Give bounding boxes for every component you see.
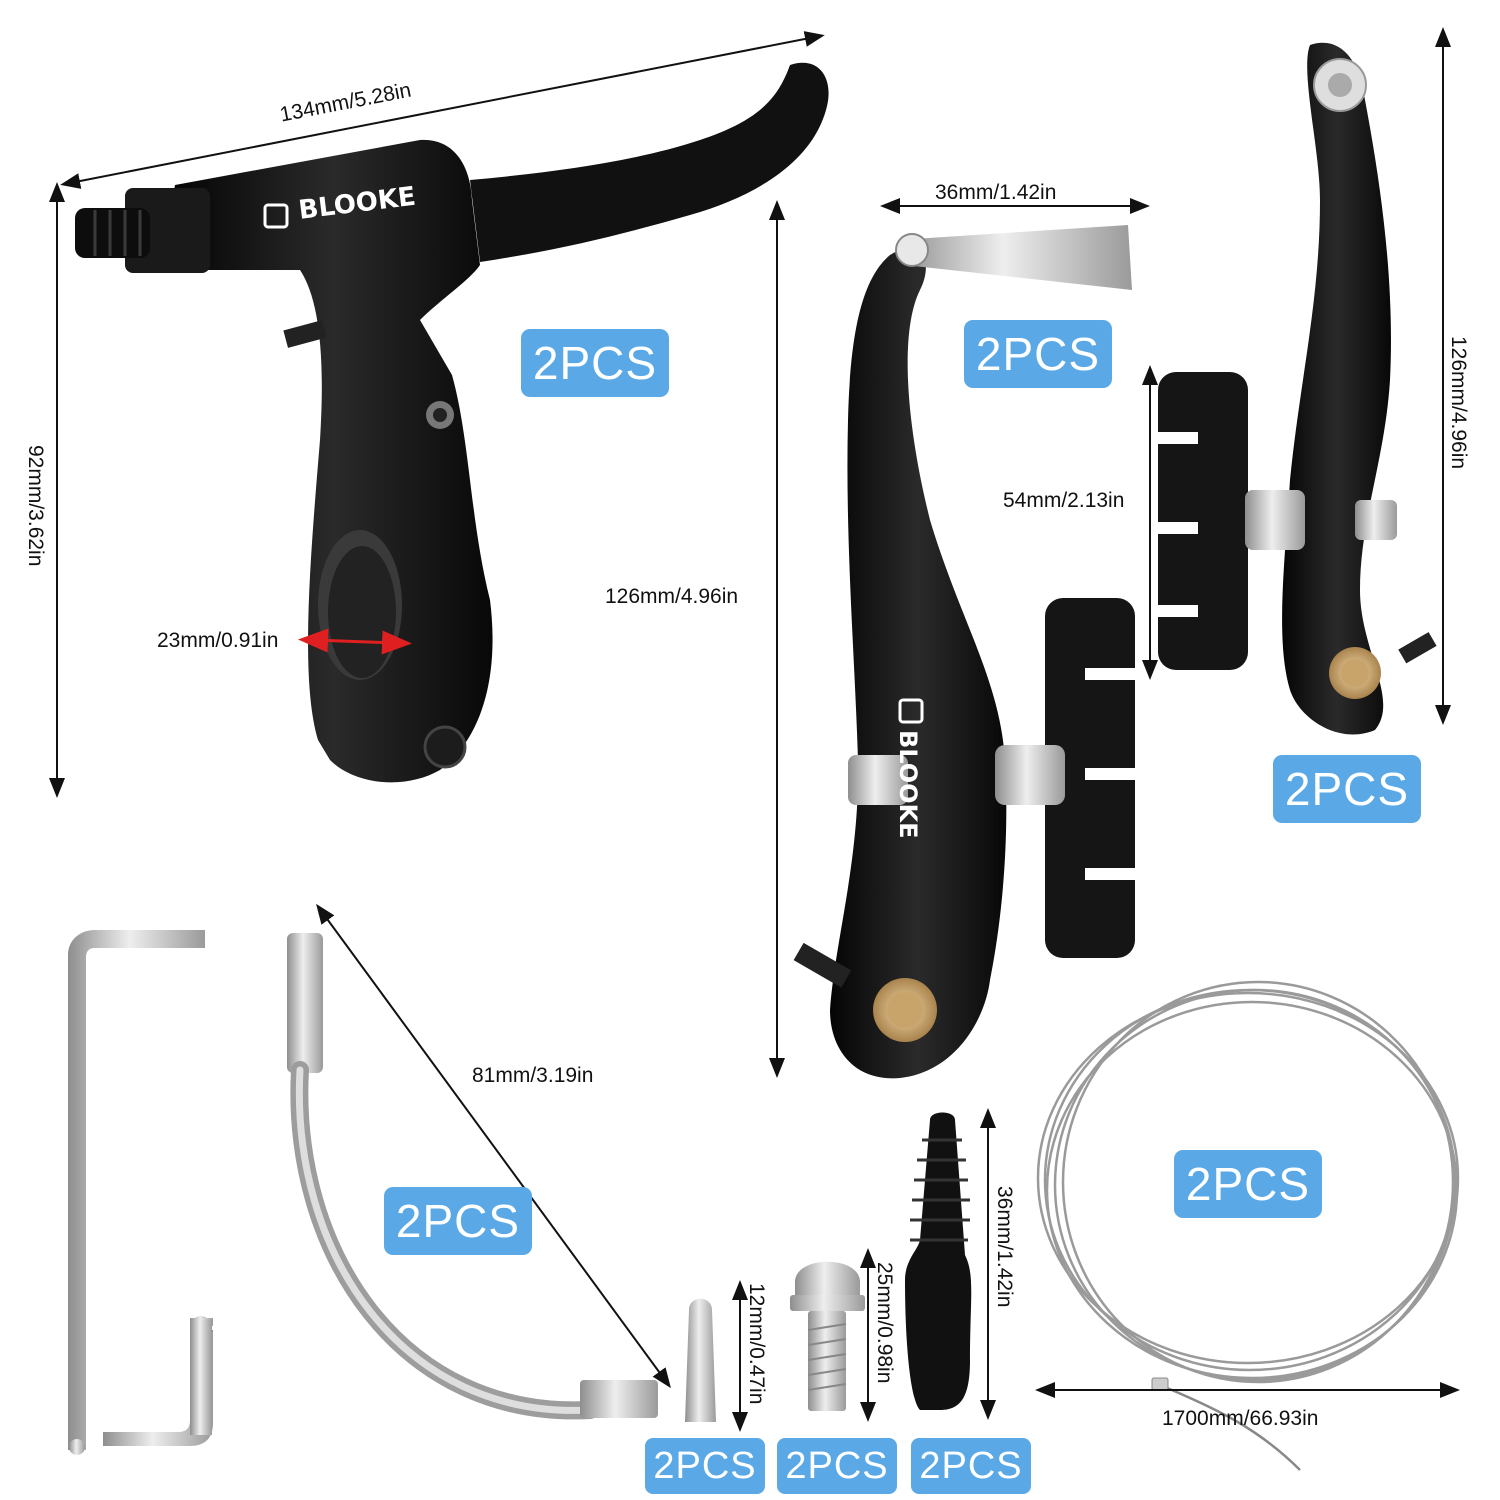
- qty-badge-bolt: 2PCS: [777, 1438, 897, 1494]
- dim-arm-height-left: 126mm/4.96in: [605, 585, 739, 608]
- qty-badge-lever: 2PCS: [521, 329, 669, 397]
- dim-boot: 36mm/1.42in: [993, 1186, 1016, 1308]
- dim-end-cap: 12mm/0.47in: [745, 1283, 768, 1405]
- brake-lever: [75, 62, 829, 783]
- brake-noodle: [287, 933, 658, 1420]
- qty-badge-arm-right: 2PCS: [1273, 755, 1421, 823]
- cable-nipple: [1151, 1377, 1169, 1391]
- qty-badge-boot: 2PCS: [911, 1438, 1031, 1494]
- dim-arm-top-width: 36mm/1.42in: [935, 181, 1057, 204]
- cable-boot: [905, 1112, 972, 1410]
- brake-arm-right: [1158, 42, 1437, 735]
- qty-badge-end-cap: 2PCS: [645, 1438, 765, 1494]
- qty-badge-noodle: 2PCS: [384, 1187, 532, 1255]
- dim-lever-height: 92mm/3.62in: [24, 445, 47, 567]
- brake-arm-left: [793, 225, 1135, 1079]
- brand-logo-arm: BLOOKE: [894, 730, 922, 839]
- brake-cable: [1036, 980, 1460, 1471]
- clamp-arrow: [298, 628, 412, 655]
- dim-lever-clamp: 23mm/0.91in: [157, 629, 279, 652]
- cable-end-cap: [685, 1298, 716, 1422]
- bolt: [790, 1261, 865, 1411]
- dim-bolt: 25mm/0.98in: [873, 1262, 896, 1384]
- dim-noodle-length: 81mm/3.19in: [472, 1064, 594, 1087]
- qty-badge-cable: 2PCS: [1174, 1150, 1322, 1218]
- qty-badge-arm-left: 2PCS: [964, 320, 1112, 388]
- dim-arm-height-right: 126mm/4.96in: [1447, 336, 1470, 470]
- dim-cable: 1700mm/66.93in: [1162, 1407, 1319, 1430]
- dimension-lines: [49, 26, 1460, 1432]
- hex-key-short: [190, 1320, 212, 1435]
- dim-pad-length: 54mm/2.13in: [1003, 489, 1125, 512]
